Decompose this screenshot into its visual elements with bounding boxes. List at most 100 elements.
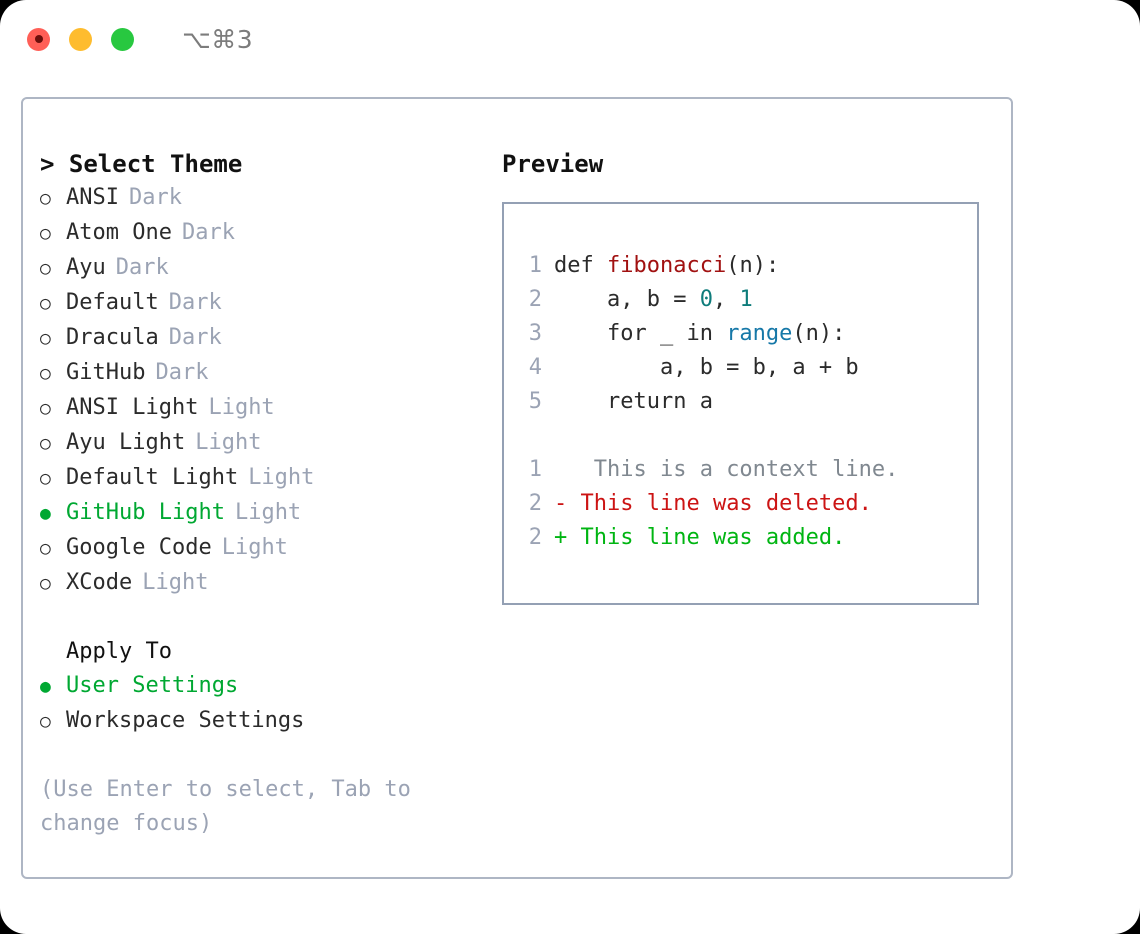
theme-option-default[interactable]: ○ Default Dark — [40, 286, 493, 321]
radio-selected-icon: ● — [40, 676, 51, 697]
radio-unselected-icon: ○ — [40, 188, 51, 209]
line-number: 4 — [528, 355, 542, 380]
theme-option-dracula[interactable]: ○ Dracula Dark — [40, 321, 493, 356]
diff-marker — [554, 453, 567, 487]
theme-option-variant: Dark — [168, 290, 222, 315]
preview-heading: Preview — [502, 150, 604, 178]
code-token-plain: for _ in — [554, 321, 727, 346]
apply-to-option-user-settings[interactable]: ●User Settings — [40, 669, 493, 704]
line-number: 1 — [528, 457, 542, 482]
theme-option-github-light[interactable]: ● GitHub Light Light — [40, 496, 493, 531]
radio-unselected-icon: ○ — [40, 433, 51, 454]
line-number: 1 — [528, 253, 542, 278]
theme-option-label: Google Code — [66, 535, 212, 560]
radio-unselected-icon: ○ — [40, 223, 51, 244]
theme-option-label: XCode — [66, 570, 133, 595]
theme-option-variant: Dark — [155, 360, 209, 385]
maximize-button[interactable] — [111, 27, 134, 51]
theme-option-atom-one[interactable]: ○ Atom One Dark — [40, 216, 493, 251]
theme-option-label: Default — [66, 290, 159, 315]
theme-option-label: Ayu Light — [66, 430, 186, 455]
theme-option-variant: Dark — [168, 325, 222, 350]
theme-option-variant: Light — [195, 430, 262, 455]
apply-to-option-label: Workspace Settings — [66, 708, 305, 733]
radio-selected-icon: ● — [40, 503, 51, 524]
theme-option-label: GitHub — [66, 360, 146, 385]
theme-option-github[interactable]: ○ GitHub Dark — [40, 356, 493, 391]
line-number: 5 — [528, 389, 542, 414]
code-line-content: for _ in range(n): — [554, 317, 845, 351]
apply-to-heading: Apply To — [66, 639, 172, 664]
theme-option-variant: Dark — [115, 255, 169, 280]
theme-option-label: Dracula — [66, 325, 159, 350]
theme-option-label: Default Light — [66, 465, 239, 490]
code-line-content: def fibonacci(n): — [554, 249, 779, 283]
code-line: 5 return a — [516, 385, 977, 419]
radio-unselected-icon: ○ — [40, 293, 51, 314]
code-line-content: return a — [554, 385, 713, 419]
diff-line-added: 2+ This line was added. — [516, 521, 977, 555]
code-line: 4 a, b = b, a + b — [516, 351, 977, 385]
diff-line-context: 1 This is a context line. — [516, 453, 977, 487]
theme-option-label: Atom One — [66, 220, 172, 245]
theme-option-variant: Dark — [181, 220, 235, 245]
code-line: 1 def fibonacci(n): — [516, 249, 977, 283]
diff-line-text: This line was deleted. — [567, 491, 872, 516]
radio-unselected-icon: ○ — [40, 363, 51, 384]
keyboard-shortcut-label: ⌥⌘3 — [182, 24, 254, 54]
apply-to-option-workspace-settings[interactable]: ○ Workspace Settings — [40, 704, 493, 739]
diff-line-text: This line was added. — [567, 525, 846, 550]
diff-marker: - — [554, 491, 568, 516]
theme-option-variant: Light — [248, 465, 315, 490]
select-theme-heading: > Select Theme — [40, 150, 243, 178]
code-line: 2 a, b = 0, 1 — [516, 283, 977, 317]
code-token-plain: a, b = — [554, 287, 700, 312]
code-token-plain: (n): — [792, 321, 846, 346]
theme-option-label: ANSI — [66, 185, 119, 210]
radio-unselected-icon: ○ — [40, 258, 51, 279]
code-blank-line — [516, 419, 977, 453]
theme-option-ayu[interactable]: ○ Ayu Dark — [40, 251, 493, 286]
traffic-light-buttons — [27, 27, 134, 51]
radio-unselected-icon: ○ — [40, 328, 51, 349]
line-number: 2 — [528, 491, 542, 516]
title-bar: ⌥⌘3 — [0, 0, 1140, 78]
code-token-num: 1 — [739, 287, 753, 312]
theme-option-variant: Light — [208, 395, 275, 420]
radio-unselected-icon: ○ — [40, 538, 51, 559]
code-token-plain: (n): — [726, 253, 780, 278]
theme-option-ayu-light[interactable]: ○ Ayu Light Light — [40, 426, 493, 461]
radio-unselected-icon: ○ — [40, 711, 51, 732]
diff-line-text: This is a context line. — [567, 457, 899, 482]
code-token-plain: a, b = b, a + b — [554, 355, 859, 380]
code-token-num: 0 — [699, 287, 713, 312]
theme-option-label: Ayu — [66, 255, 106, 280]
diff-line-deleted: 2- This line was deleted. — [516, 487, 977, 521]
code-token-call: range — [726, 321, 793, 346]
keyboard-hint-text: (Use Enter to select, Tab to change focu… — [40, 777, 411, 836]
theme-option-label: GitHub Light — [66, 500, 225, 525]
radio-unselected-icon: ○ — [40, 398, 51, 419]
line-number: 3 — [528, 321, 542, 346]
close-button[interactable] — [27, 27, 50, 51]
code-token-fn: fibonacci — [606, 253, 727, 278]
diff-sample: 1 This is a context line.2- This line wa… — [516, 453, 977, 555]
minimize-button[interactable] — [69, 27, 92, 51]
theme-option-variant: Light — [234, 500, 302, 525]
apply-to-list[interactable]: ●User Settings ○ Workspace Settings — [40, 669, 493, 739]
diff-marker: + — [554, 525, 568, 550]
theme-option-variant: Light — [142, 570, 209, 595]
code-line: 3 for _ in range(n): — [516, 317, 977, 351]
